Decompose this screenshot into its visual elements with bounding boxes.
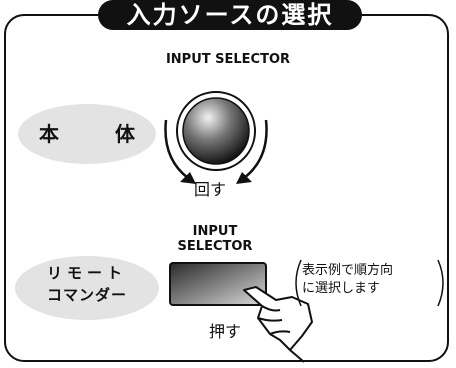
main-unit-label: 本 体 — [39, 122, 153, 146]
push-caption: 押す — [208, 322, 241, 341]
selector-knob — [176, 91, 256, 171]
note-line1: 表示例で順方向 — [302, 263, 394, 278]
remote-button-label-line1: INPUT — [192, 224, 238, 239]
note-bracket-right — [437, 259, 444, 307]
rotate-caption: 回す — [193, 180, 226, 199]
rotate-arrows-icon — [164, 119, 268, 179]
remote-bubble — [15, 256, 159, 320]
title-banner — [98, 0, 362, 30]
knob-label: INPUT SELECTOR — [165, 52, 291, 67]
remote-button-label-line2: SELECTOR — [177, 239, 253, 254]
note-line2: に選択します — [302, 281, 381, 296]
direction-note: 表示例で順方向 に選択します — [296, 262, 444, 298]
remote-button-label: INPUT SELECTOR — [160, 224, 270, 254]
note-bracket-left — [295, 259, 302, 307]
pointing-hand-icon — [243, 286, 313, 363]
input-selector-button — [169, 262, 267, 306]
left-arrowhead-icon — [180, 172, 196, 184]
page-title: 入力ソースの選択 — [126, 1, 334, 29]
remote-label-line2: コマンダー — [46, 286, 127, 304]
remote-label-line1: リモート — [46, 264, 127, 282]
right-arrowhead-icon — [236, 172, 252, 184]
main-unit-bubble — [18, 104, 156, 164]
